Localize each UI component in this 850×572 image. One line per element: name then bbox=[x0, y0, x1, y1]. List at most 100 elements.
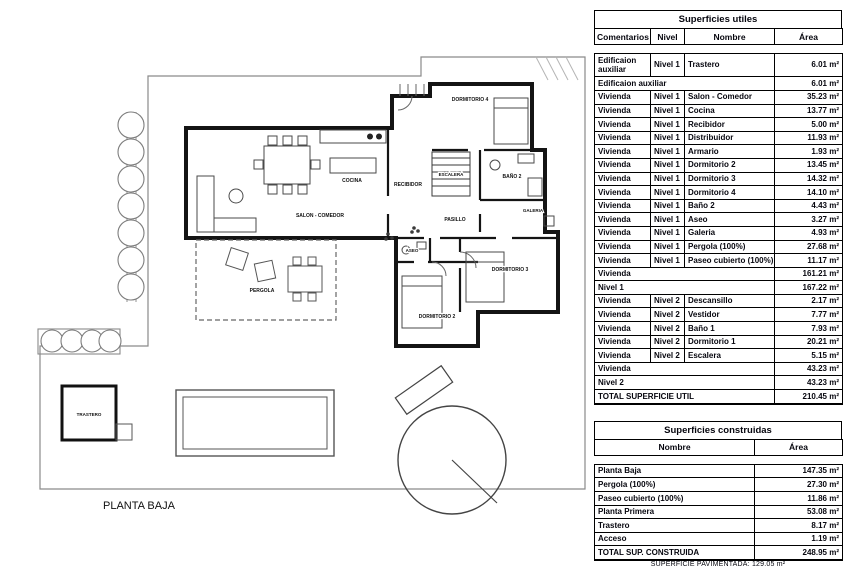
room-label-trastero: TRASTERO bbox=[77, 412, 102, 417]
cell-nombre: Armario bbox=[684, 144, 775, 159]
total-label: TOTAL SUPERFICIE UTIL bbox=[594, 389, 775, 405]
cell-area: 14.10 m² bbox=[774, 185, 843, 200]
cell-nombre: Recibidor bbox=[684, 117, 775, 132]
cell-area: 53.08 m² bbox=[754, 504, 843, 520]
bed-dorm3-icon bbox=[465, 251, 505, 303]
cell-comentarios: Vivienda bbox=[594, 185, 651, 200]
cell-area: 35.23 m² bbox=[774, 89, 843, 105]
cell-nivel: Nivel 1 bbox=[650, 117, 685, 132]
header-row: Comentarios Nivel Nombre Área bbox=[594, 27, 843, 46]
cell-comentarios: Vivienda bbox=[594, 239, 651, 255]
subtotal-value: 43.23 m² bbox=[774, 361, 843, 377]
cell-nombre: Dormitorio 3 bbox=[684, 171, 775, 187]
room-label-dormitorio2b: DORMITORIO 2 bbox=[419, 314, 456, 320]
construidas-header: Nombre Área bbox=[594, 438, 843, 456]
sofa-icon bbox=[196, 175, 257, 233]
cell-comentarios: Vivienda bbox=[594, 144, 651, 159]
cell-nivel: Nivel 1 bbox=[650, 89, 685, 105]
subtotal-label: Nivel 1 bbox=[594, 280, 775, 295]
exterior-walls bbox=[184, 82, 560, 348]
cell-nombre: Pergola (100%) bbox=[594, 477, 755, 492]
dining-table-icon bbox=[253, 135, 321, 195]
tables-panel: Superficies utiles Comentarios Nivel Nom… bbox=[594, 10, 844, 561]
cell-nombre: Descansillo bbox=[684, 293, 775, 309]
room-label-bano2: BAÑO 2 bbox=[503, 173, 522, 180]
subtotal-label: Edificaion auxiliar bbox=[594, 76, 775, 91]
cell-comentarios: Vivienda bbox=[594, 117, 651, 132]
cell-nombre: Dormitorio 4 bbox=[684, 185, 775, 200]
cell-comentarios: Vivienda bbox=[594, 348, 651, 363]
cell-area: 27.30 m² bbox=[754, 477, 843, 492]
cell-nivel: Nivel 1 bbox=[650, 239, 685, 255]
cell-comentarios: Vivienda bbox=[594, 157, 651, 173]
bed-dorm4-icon bbox=[493, 97, 529, 145]
room-label-salon: SALON - COMEDOR bbox=[296, 213, 344, 219]
cell-comentarios: Vivienda bbox=[594, 103, 651, 119]
cell-comentarios: Edificaion auxiliar bbox=[594, 53, 651, 78]
access-hatch bbox=[535, 56, 579, 81]
superficies-construidas-table: Superficies construidas Nombre Área Plan… bbox=[594, 420, 844, 561]
cell-nivel: Nivel 2 bbox=[650, 348, 685, 363]
cell-nombre: Salon - Comedor bbox=[684, 89, 775, 105]
pergola-area bbox=[195, 239, 337, 321]
header-row: Nombre Área bbox=[594, 438, 843, 456]
cell-nivel: Nivel 2 bbox=[650, 293, 685, 309]
table-gap bbox=[594, 45, 844, 53]
plant-icons bbox=[384, 226, 420, 241]
kitchen-fixtures bbox=[319, 129, 387, 174]
cell-comentarios: Vivienda bbox=[594, 307, 651, 323]
cell-area: 5.00 m² bbox=[774, 117, 843, 132]
pool bbox=[175, 389, 335, 457]
cell-nombre: Planta Baja bbox=[594, 463, 755, 479]
turning-circle bbox=[394, 364, 507, 515]
cell-nivel: Nivel 1 bbox=[650, 53, 685, 78]
room-label-galeria: GALERIA bbox=[523, 208, 544, 213]
cell-nombre: Cocina bbox=[684, 103, 775, 119]
floor-plan: DORMITORIO 4 COCINA RECIBIDOR ESCALERA B… bbox=[37, 56, 586, 515]
cell-area: 1.93 m² bbox=[774, 144, 843, 159]
paved-surface-note: SUPERFICIE PAVIMENTADA: 129.05 m² bbox=[650, 561, 786, 568]
table-row: Pergola (100%)27.30 m² bbox=[594, 477, 843, 492]
room-label-dormitorio4: DORMITORIO 4 bbox=[452, 97, 489, 103]
cell-area: 20.21 m² bbox=[774, 334, 843, 350]
cell-nombre: Dormitorio 1 bbox=[684, 334, 775, 350]
cell-comentarios: Vivienda bbox=[594, 212, 651, 227]
col-header-nombre: Nombre bbox=[684, 27, 775, 46]
cell-nivel: Nivel 2 bbox=[650, 321, 685, 336]
room-label-pasillo: PASILLO bbox=[444, 217, 465, 223]
cell-nombre: Trastero bbox=[684, 53, 775, 78]
cell-area: 13.45 m² bbox=[774, 157, 843, 173]
room-label-pergola: PERGOLA bbox=[250, 288, 275, 294]
cell-comentarios: Vivienda bbox=[594, 225, 651, 241]
room-label-cocina: COCINA bbox=[342, 178, 362, 184]
utiles-header: Comentarios Nivel Nombre Área bbox=[594, 27, 843, 46]
subtotal-label: Vivienda bbox=[594, 266, 775, 282]
cell-area: 27.68 m² bbox=[774, 239, 843, 255]
col-header-comentarios: Comentarios bbox=[594, 27, 651, 46]
stairs-icon bbox=[431, 151, 471, 197]
col-header-nivel: Nivel bbox=[650, 27, 685, 46]
entry-steps bbox=[399, 84, 425, 96]
superficies-utiles-table: Superficies utiles Comentarios Nivel Nom… bbox=[594, 10, 844, 405]
cell-nivel: Nivel 1 bbox=[650, 185, 685, 200]
table-gap bbox=[594, 456, 844, 464]
bed-dorm2-icon bbox=[401, 275, 443, 329]
subtotal-value: 167.22 m² bbox=[774, 280, 843, 295]
